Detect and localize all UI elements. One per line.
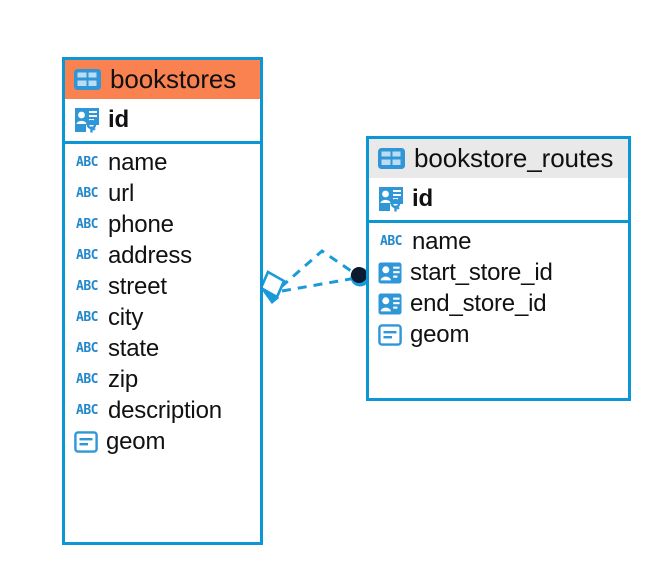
field-row-name[interactable]: ABC name	[369, 226, 628, 257]
field-row-geom[interactable]: geom	[369, 319, 628, 350]
abc-glyph: ABC	[380, 234, 402, 250]
abc-glyph: ABC	[76, 248, 98, 264]
abc-glyph: ABC	[76, 155, 98, 171]
relationship-line-lower	[281, 276, 357, 293]
field-row-name[interactable]: ABC name	[65, 147, 260, 178]
field-label: street	[108, 272, 167, 300]
abc-glyph: ABC	[76, 372, 98, 388]
field-label: phone	[108, 210, 174, 238]
primary-key-section: id	[65, 99, 260, 145]
field-row-description[interactable]: ABC description	[65, 395, 260, 426]
entity-header-bookstores[interactable]: bookstores	[65, 60, 260, 100]
field-row-id[interactable]: id	[369, 178, 628, 220]
table-icon	[378, 148, 405, 170]
field-label: city	[108, 303, 144, 331]
geometry-field-icon	[74, 430, 98, 453]
entity-bookstores[interactable]: bookstores	[62, 57, 263, 545]
field-row-id[interactable]: id	[65, 99, 260, 141]
field-row-geom[interactable]: geom	[65, 426, 260, 457]
text-field-icon: ABC	[74, 154, 100, 172]
field-label: geom	[410, 320, 470, 348]
primary-key-section: id	[369, 178, 628, 224]
abc-glyph: ABC	[76, 341, 98, 357]
abc-glyph: ABC	[76, 217, 98, 233]
field-row-start-store-id[interactable]: start_store_id	[369, 257, 628, 288]
field-label: id	[412, 185, 433, 213]
abc-glyph: ABC	[76, 186, 98, 202]
text-field-icon: ABC	[74, 371, 100, 389]
field-label: id	[108, 106, 129, 134]
field-row-state[interactable]: ABC state	[65, 333, 260, 364]
text-field-icon: ABC	[74, 309, 100, 327]
field-row-street[interactable]: ABC street	[65, 271, 260, 302]
entity-title: bookstore_routes	[414, 143, 614, 173]
geometry-field-icon	[378, 323, 402, 346]
field-label: start_store_id	[410, 258, 553, 286]
field-row-address[interactable]: ABC address	[65, 240, 260, 271]
text-field-icon: ABC	[74, 278, 100, 296]
foreign-key-icon	[378, 293, 402, 315]
relationship-line-upper	[280, 249, 358, 289]
text-field-icon: ABC	[74, 402, 100, 420]
field-row-url[interactable]: ABC url	[65, 178, 260, 209]
field-label: geom	[106, 427, 166, 455]
text-field-icon: ABC	[74, 340, 100, 358]
primary-key-icon	[74, 107, 100, 133]
text-field-icon: ABC	[74, 216, 100, 234]
field-row-zip[interactable]: ABC zip	[65, 364, 260, 395]
text-field-icon: ABC	[378, 233, 404, 251]
primary-key-icon	[378, 186, 404, 212]
field-label: name	[108, 148, 168, 176]
field-label: state	[108, 334, 160, 362]
text-field-icon: ABC	[74, 247, 100, 265]
foreign-key-icon	[378, 262, 402, 284]
entity-header-bookstore-routes[interactable]: bookstore_routes	[369, 139, 628, 179]
field-row-city[interactable]: ABC city	[65, 302, 260, 333]
field-label: zip	[108, 365, 139, 393]
field-label: description	[108, 396, 222, 424]
abc-glyph: ABC	[76, 279, 98, 295]
entity-bookstore-routes[interactable]: bookstore_routes	[366, 136, 631, 401]
entity-title: bookstores	[110, 64, 237, 94]
field-list-bookstores: ABC name ABC url ABC phone ABC	[65, 144, 260, 462]
field-row-phone[interactable]: ABC phone	[65, 209, 260, 240]
field-row-end-store-id[interactable]: end_store_id	[369, 288, 628, 319]
field-label: address	[108, 241, 192, 269]
field-label: url	[108, 179, 135, 207]
field-list-bookstore-routes: ABC name start_store_id	[369, 223, 628, 355]
abc-glyph: ABC	[76, 403, 98, 419]
field-label: end_store_id	[410, 289, 547, 317]
abc-glyph: ABC	[76, 310, 98, 326]
field-label: name	[412, 227, 472, 255]
text-field-icon: ABC	[74, 185, 100, 203]
table-icon	[74, 69, 101, 91]
diamond-marker	[259, 270, 286, 305]
